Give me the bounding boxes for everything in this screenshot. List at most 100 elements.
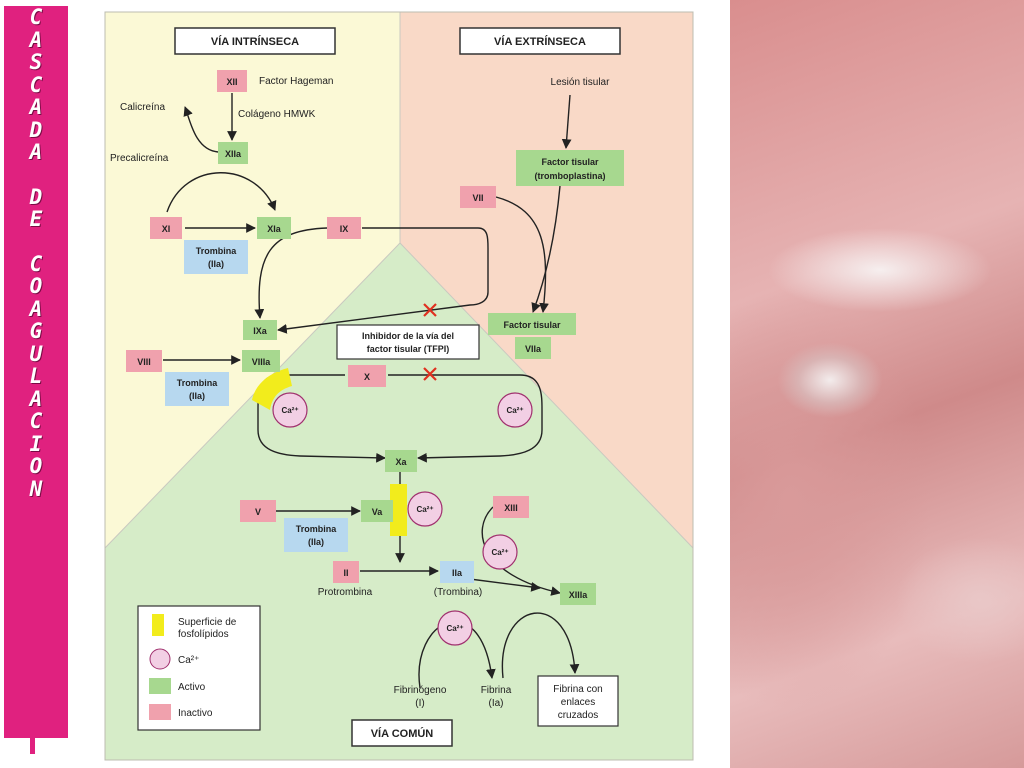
label-lesion-tisular: Lesión tisular (551, 77, 611, 88)
phospholipid-surface (252, 368, 292, 410)
svg-text:(IIa): (IIa) (308, 537, 324, 547)
svg-text:IIa: IIa (452, 568, 463, 578)
factor-Va: Va (361, 500, 393, 522)
svg-text:Ca²⁺: Ca²⁺ (416, 505, 433, 514)
side-title-letter: A (29, 27, 43, 52)
svg-text:Ca²⁺: Ca²⁺ (178, 655, 199, 666)
legend: Superficie de fosfolípidos Ca²⁺ Activo I… (137, 605, 261, 731)
crosslinked-fibrin-box: Fibrina con enlaces cruzados (537, 675, 619, 727)
side-title-letter: N (29, 476, 43, 501)
side-title-letter: D (29, 184, 43, 209)
factor-XIIIa: XIIIa (560, 583, 596, 605)
background-photo (730, 0, 1024, 768)
legend-active-swatch (149, 678, 171, 694)
arrows (163, 93, 580, 689)
label-fibrinogeno: Fibrinógeno (394, 685, 447, 696)
svg-text:IXa: IXa (253, 326, 268, 336)
label-trombina: (Trombina) (434, 587, 483, 598)
svg-text:V: V (255, 507, 261, 517)
svg-text:Factor tisular: Factor tisular (503, 320, 561, 330)
side-title-tail (30, 738, 35, 754)
factor-XII: XII (217, 70, 247, 92)
label-protrombina: Protrombina (318, 587, 373, 598)
svg-text:XI: XI (162, 224, 171, 234)
factor-VIIIa: VIIIa (242, 350, 280, 372)
svg-text:Activo: Activo (178, 682, 206, 693)
side-title-letter: C (29, 251, 43, 276)
svg-text:Trombina: Trombina (196, 246, 237, 256)
intrinsic-header: VÍA INTRÍNSECA (174, 27, 336, 55)
factor-VIII: VIII (126, 350, 162, 372)
svg-text:(IIa): (IIa) (189, 391, 205, 401)
calcium-ion: Ca²⁺ (437, 610, 473, 646)
svg-text:XIIIa: XIIIa (569, 590, 589, 600)
calcium-ion: Ca²⁺ (272, 392, 308, 428)
label-colageno: Colágeno HMWK (238, 109, 316, 120)
side-title-letter: A (29, 296, 43, 321)
label-factor-hageman: Factor Hageman (259, 76, 333, 87)
tissue-factor-box: Factor tisular (488, 313, 576, 335)
svg-text:Superficie de: Superficie de (178, 617, 237, 628)
svg-text:fosfolípidos: fosfolípidos (178, 629, 229, 640)
svg-text:enlaces: enlaces (561, 697, 595, 708)
label-fibrinogeno-roman: (I) (415, 698, 424, 709)
label-fibrina: Fibrina (481, 685, 512, 696)
phospholipid-surface (390, 484, 407, 536)
svg-text:Ca²⁺: Ca²⁺ (506, 406, 523, 415)
svg-text:factor tisular (TFPI): factor tisular (TFPI) (367, 344, 450, 354)
svg-text:(tromboplastina): (tromboplastina) (535, 171, 606, 181)
factor-XIII: XIII (493, 496, 529, 518)
calcium-ion: Ca²⁺ (482, 534, 518, 570)
svg-text:VÍA EXTRÍNSECA: VÍA EXTRÍNSECA (494, 35, 586, 48)
legend-inactive-swatch (149, 704, 171, 720)
label-fibrina-roman: (Ia) (489, 698, 504, 709)
svg-text:Factor tisular: Factor tisular (541, 157, 599, 167)
svg-text:Xa: Xa (395, 457, 407, 467)
svg-text:Fibrina con: Fibrina con (553, 684, 602, 695)
svg-text:Inactivo: Inactivo (178, 708, 213, 719)
tissue-factor-box: Factor tisular (tromboplastina) (516, 150, 624, 186)
label-calicreina: Calicreína (120, 102, 165, 113)
svg-text:X: X (364, 372, 370, 382)
factor-IIa: IIa (440, 561, 474, 583)
svg-text:IX: IX (340, 224, 349, 234)
side-title-letter: C (29, 72, 43, 97)
factor-Xa: Xa (385, 450, 417, 472)
svg-text:VIII: VIII (137, 357, 151, 367)
factor-VII: VII (460, 186, 496, 208)
factor-X: X (348, 365, 386, 387)
svg-text:VÍA COMÚN: VÍA COMÚN (371, 727, 434, 740)
extrinsic-header: VÍA EXTRÍNSECA (459, 27, 621, 55)
side-title-letter: D (29, 117, 43, 142)
tfpi-box: Inhibidor de la vía del factor tisular (… (336, 324, 480, 360)
side-title-letter: A (29, 140, 43, 164)
svg-text:Trombina: Trombina (296, 524, 337, 534)
svg-text:Va: Va (372, 507, 384, 517)
calcium-ion: Ca²⁺ (407, 491, 443, 527)
svg-text:Inhibidor de la vía del: Inhibidor de la vía del (362, 331, 454, 341)
svg-text:Ca²⁺: Ca²⁺ (491, 548, 508, 557)
side-title-letter: A (29, 95, 43, 119)
svg-text:XIII: XIII (504, 503, 518, 513)
svg-text:VIIa: VIIa (525, 344, 542, 354)
calcium-ion: Ca²⁺ (497, 392, 533, 428)
label-precalicreina: Precalicreína (110, 153, 169, 164)
side-title-letter: S (29, 50, 43, 74)
svg-text:cruzados: cruzados (558, 710, 599, 721)
factor-XI: XI (150, 217, 182, 239)
legend-phospholipid-swatch (152, 614, 164, 636)
svg-text:XIa: XIa (267, 224, 282, 234)
factor-VIIa: VIIa (515, 337, 551, 359)
thrombin-box: Trombina (IIa) (284, 518, 348, 552)
side-title-letter: O (29, 454, 43, 478)
common-header: VÍA COMÚN (351, 719, 453, 747)
svg-text:VIIIa: VIIIa (252, 357, 272, 367)
inhibition-marks (423, 303, 437, 381)
legend-calcium-swatch (149, 648, 171, 670)
svg-text:Ca²⁺: Ca²⁺ (281, 406, 298, 415)
svg-text:(IIa): (IIa) (208, 259, 224, 269)
factor-II: II (333, 561, 359, 583)
side-title-letter: L (29, 364, 43, 388)
